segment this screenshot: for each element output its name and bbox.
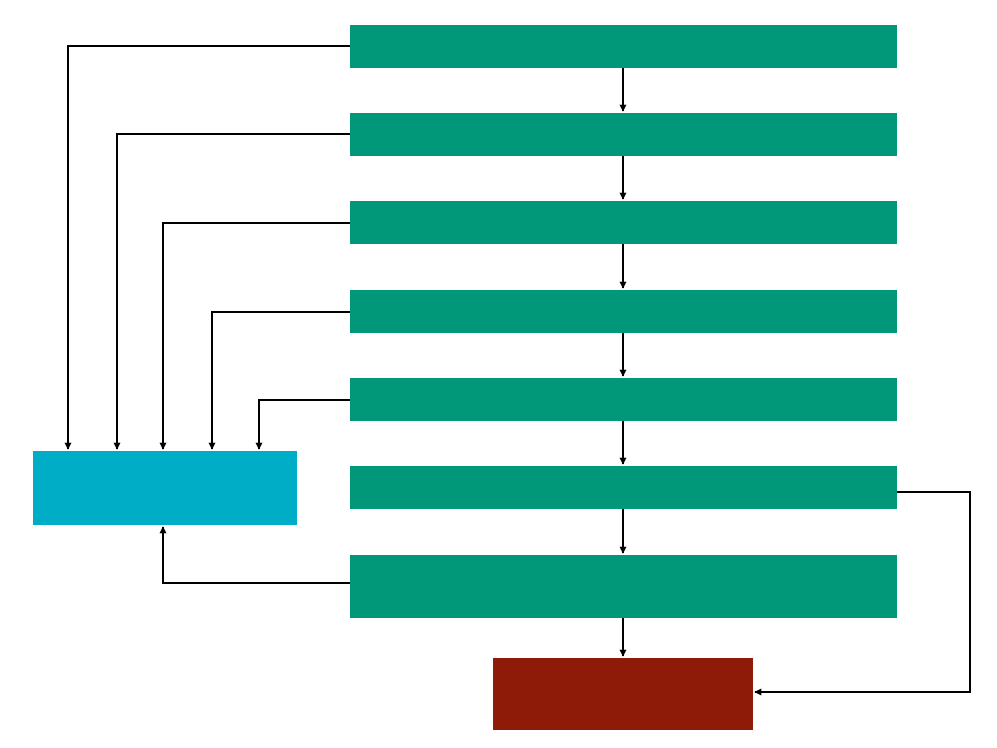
arrow-step-7-to-collector bbox=[159, 526, 350, 584]
arrow-step-1-to-collector bbox=[64, 45, 350, 450]
arrow-step-5-to-collector bbox=[255, 399, 350, 450]
arrow-step-6-to-terminal bbox=[754, 491, 971, 696]
step-7-box bbox=[350, 555, 897, 618]
terminal-box bbox=[493, 658, 753, 730]
arrow-step-2-to-collector bbox=[113, 133, 350, 450]
connectors bbox=[64, 45, 971, 696]
boxes bbox=[33, 25, 897, 730]
step-3-box bbox=[350, 201, 897, 244]
arrow-step-3-to-collector bbox=[159, 222, 350, 450]
step-6-box bbox=[350, 466, 897, 509]
step-1-box bbox=[350, 25, 897, 68]
step-5-box bbox=[350, 378, 897, 421]
step-2-box bbox=[350, 113, 897, 156]
step-4-box bbox=[350, 290, 897, 333]
collector-box bbox=[33, 451, 297, 525]
arrow-step-4-to-collector bbox=[208, 311, 350, 450]
